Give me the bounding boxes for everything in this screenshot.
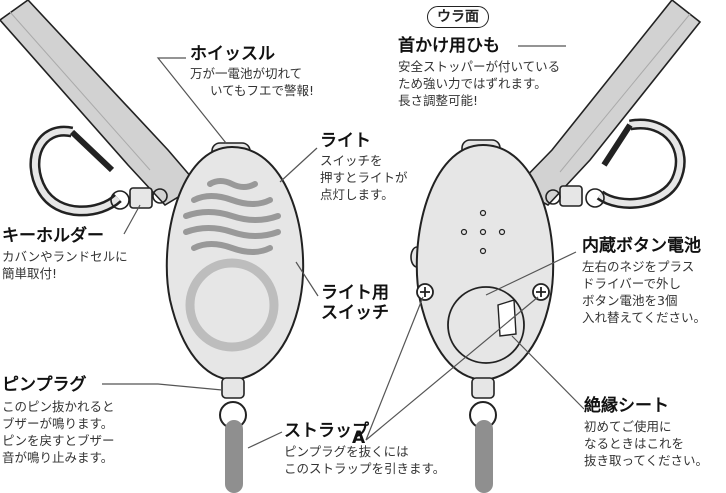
pin-plug <box>221 377 245 399</box>
insulation-sheet-desc-line: なるときはこれを <box>584 436 685 451</box>
whistle-desc-line: いてもフエで警報! <box>210 83 315 98</box>
whistle-desc: 万が一電池が切れて いてもフエで警報! <box>190 65 314 99</box>
battery-title: 内蔵ボタン電池 <box>582 236 701 256</box>
pin-plug-desc-line: このピン抜かれると <box>2 399 115 414</box>
whistle-title: ホイッスル <box>190 44 275 64</box>
back-side-label: ウラ面 <box>427 6 489 28</box>
battery-desc: 左右のネジをプラス ドライバーで外し ボタン電池を3個 入れ替えてください。 <box>582 258 706 326</box>
insulation-sheet-title: 絶縁シート <box>584 396 669 416</box>
back-key-clip <box>559 185 583 207</box>
pin-plug-desc: このピン抜かれると ブザーが鳴ります。 ピンを戻すとブザー 音が鳴り止みます。 <box>2 398 115 466</box>
pull-strap <box>225 420 243 493</box>
screw-left <box>416 283 434 301</box>
battery-desc-line: 左右のネジをプラス <box>582 259 695 274</box>
front-neck-strap <box>0 0 200 207</box>
light-switch-title-line: ライト用 <box>321 283 389 303</box>
strap-title: ストラップ <box>284 421 369 441</box>
back-neck-strap <box>513 0 702 206</box>
battery-desc-line: ドライバーで外し <box>582 276 682 291</box>
screw-marker-label: A <box>352 428 366 448</box>
light-switch-title: ライト用 スイッチ <box>321 283 389 323</box>
light-desc-line: 押すとライトが <box>320 170 408 185</box>
light-desc-line: スイッチを <box>320 153 383 168</box>
neck-strap-desc-line: ため強い力ではずれます。 <box>398 76 547 91</box>
back-device <box>410 0 702 493</box>
leader-lines <box>102 45 585 449</box>
keyholder-title: キーホルダー <box>2 226 104 246</box>
keyholder-desc-line: 簡単取付! <box>2 266 58 281</box>
strap-desc-line: ピンプラグを抜くには <box>284 444 409 459</box>
pin-plug-desc-line: 音が鳴り止みます。 <box>2 450 114 465</box>
front-key-clip <box>129 187 153 209</box>
neck-strap-title: 首かけ用ひも <box>398 36 500 56</box>
speaker-grille <box>183 178 281 255</box>
keyholder-desc: カバンやランドセルに 簡単取付! <box>2 248 128 282</box>
pin-plug-desc-line: ブザーが鳴ります。 <box>2 416 114 431</box>
strap-desc-line: このストラップを引きます。 <box>284 461 446 476</box>
speaker-holes <box>460 209 506 255</box>
battery-desc-line: 入れ替えてください。 <box>582 310 707 325</box>
insulation-sheet-desc-line: 抜き取ってください。 <box>584 453 709 468</box>
pin-plug-title: ピンプラグ <box>2 375 87 395</box>
insulation-sheet-desc-line: 初めてご使用に <box>584 419 672 434</box>
whistle-desc-line: 万が一電池が切れて <box>190 66 303 81</box>
front-device <box>0 0 305 493</box>
neck-strap-desc: 安全ストッパーが付いている ため強い力ではずれます。 長さ調整可能! <box>398 58 560 109</box>
neck-strap-desc-line: 安全ストッパーが付いている <box>398 59 561 74</box>
light-title: ライト <box>320 131 371 151</box>
light-desc-line: 点灯します。 <box>320 187 394 202</box>
light-switch-title-line: スイッチ <box>321 303 389 323</box>
pin-plug-desc-line: ピンを戻すとブザー <box>2 433 115 448</box>
light-desc: スイッチを 押すとライトが 点灯します。 <box>320 152 408 203</box>
screw-right <box>532 283 550 301</box>
insulation-sheet-desc: 初めてご使用に なるときはこれを 抜き取ってください。 <box>584 418 708 469</box>
keyholder-desc-line: カバンやランドセルに <box>2 249 128 264</box>
alarm-button <box>185 258 279 352</box>
strap-desc: ピンプラグを抜くには このストラップを引きます。 <box>284 443 445 477</box>
battery-desc-line: ボタン電池を3個 <box>582 293 678 308</box>
neck-strap-desc-line: 長さ調整可能! <box>398 93 479 108</box>
